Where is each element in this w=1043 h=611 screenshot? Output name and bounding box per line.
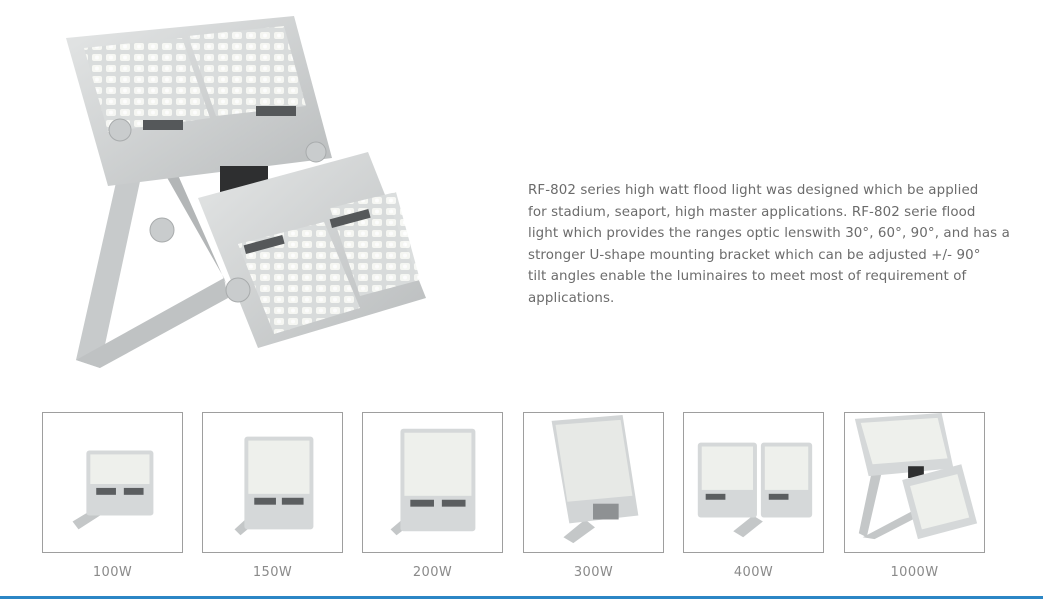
model-label: 100W (92, 565, 133, 580)
flood-light-300w-image[interactable] (523, 412, 664, 553)
product-description: RF-802 series high watt flood light was … (528, 180, 1030, 309)
model-card-1000w[interactable]: 1000W (844, 412, 985, 580)
flood-light-1000w-image[interactable] (844, 412, 985, 553)
model-label: 1000W (890, 565, 939, 580)
flood-light-150w-image[interactable] (202, 412, 343, 553)
bottom-divider (0, 596, 1043, 599)
model-label: 200W (412, 565, 453, 580)
model-card-100w[interactable]: 100W (42, 412, 183, 580)
model-card-400w[interactable]: 400W (683, 412, 824, 580)
description-line: tilt angles enable the luminaires to mee… (528, 269, 967, 284)
flood-light-400w-image[interactable] (683, 412, 824, 553)
description-line: RF-802 series high watt flood light was … (528, 183, 979, 198)
description-line: applications. (528, 290, 615, 306)
flood-light-product-image (48, 8, 438, 400)
description-line: for stadium, seaport, high master applic… (528, 204, 976, 220)
model-label: 150W (252, 565, 293, 580)
model-card-200w[interactable]: 200W (362, 412, 503, 580)
model-card-150w[interactable]: 150W (202, 412, 343, 580)
model-thumbnail-row: 100W 150W (42, 412, 1002, 584)
flood-light-100w-image[interactable] (42, 412, 183, 553)
model-card-300w[interactable]: 300W (523, 412, 664, 580)
description-line: light which provides the ranges optic le… (528, 226, 1010, 241)
description-line: stronger U-shape mounting bracket which … (528, 247, 981, 263)
flood-light-200w-image[interactable] (362, 412, 503, 553)
model-label: 400W (733, 565, 774, 580)
model-label: 300W (573, 565, 614, 580)
